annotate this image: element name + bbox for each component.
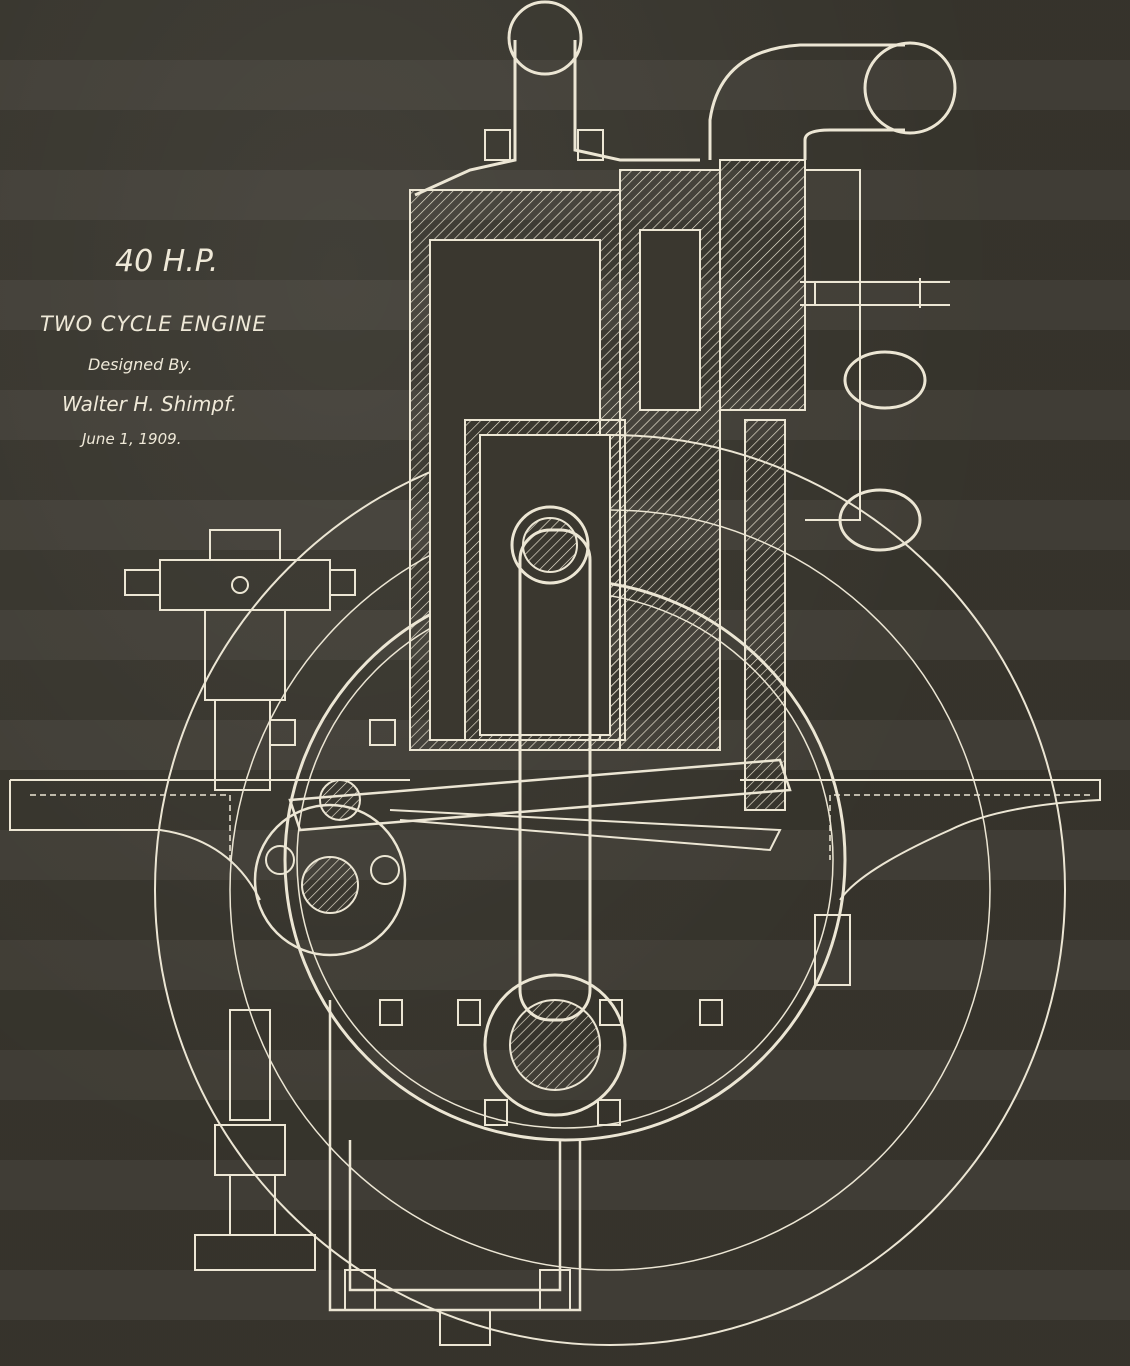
intake-pipe-top: [507, 0, 583, 76]
wrist-pin: [522, 517, 578, 573]
exhaust-pipe-end: [863, 41, 957, 135]
engine-title: TWO CYCLE ENGINE: [40, 312, 267, 336]
crankshaft: [509, 999, 601, 1091]
pump-body: [159, 559, 331, 611]
spark-plug: [800, 275, 950, 312]
head-block: [719, 159, 806, 411]
base-flange: [9, 779, 1101, 901]
horsepower-title: 40 H.P.: [115, 244, 219, 279]
intake-pipe: [414, 40, 700, 197]
exhaust-pipe: [708, 43, 905, 160]
designer-name: Walter H. Shimpf.: [62, 392, 238, 416]
bolts: [269, 129, 851, 1126]
designed-by-label: Designed By.: [88, 355, 193, 374]
rocker-arm: [288, 758, 792, 832]
drawing-date: June 1, 1909.: [82, 430, 182, 448]
